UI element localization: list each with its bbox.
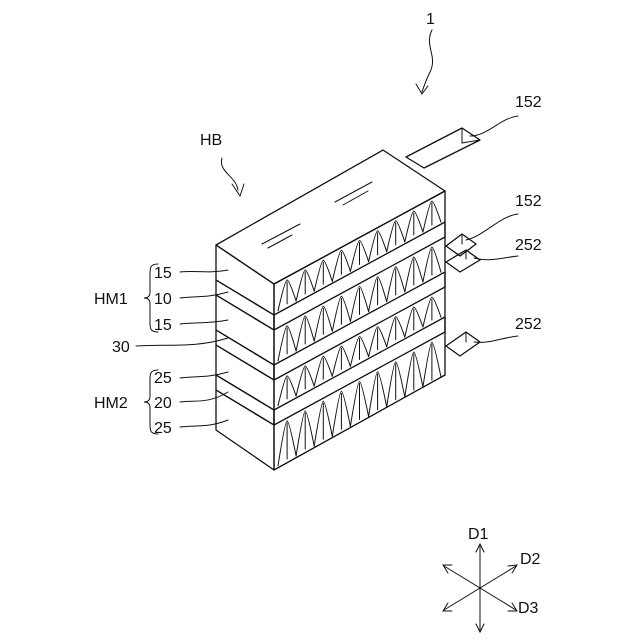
stack-label-group: HB <box>200 132 244 196</box>
electrode-tabs <box>406 128 480 356</box>
tab-252-upper-label: 252 <box>515 237 542 254</box>
assembly-number: 1 <box>426 11 435 28</box>
direction-d2: D2 <box>520 551 541 568</box>
module-2-label: HM2 <box>94 395 128 412</box>
direction-d3: D3 <box>518 600 539 617</box>
module-1-label: HM1 <box>94 291 128 308</box>
plate-15-bottom-label: 15 <box>154 317 172 334</box>
layer-callouts: HM1 15 10 15 30 HM2 25 20 25 <box>94 264 228 437</box>
assembly-reference: 1 <box>416 11 435 94</box>
layer-20 <box>216 375 274 425</box>
tab-152-top <box>406 128 480 168</box>
plate-25-bottom <box>216 390 274 470</box>
tab-152-top-label: 152 <box>515 94 542 111</box>
tab-252-lower-label: 252 <box>515 316 542 333</box>
tab-252-lower <box>446 332 480 356</box>
stack-hb <box>216 150 445 470</box>
plate-25-bottom-label: 25 <box>154 420 172 437</box>
separator-30-label: 30 <box>112 339 130 356</box>
direction-d1: D1 <box>468 526 489 543</box>
tab-callouts: 152 152 252 252 <box>466 94 542 342</box>
plate-25-top <box>216 345 274 410</box>
plate-15-top-label: 15 <box>154 265 172 282</box>
layer-10 <box>216 280 274 330</box>
layer-20-label: 20 <box>154 395 172 412</box>
front-layers <box>216 245 274 470</box>
direction-indicator: D1 D2 D3 <box>443 526 541 632</box>
tab-152-side-label: 152 <box>515 193 542 210</box>
plate-15-bottom <box>216 295 274 365</box>
plate-15-top <box>216 245 274 315</box>
plate-25-top-label: 25 <box>154 370 172 387</box>
layer-10-label: 10 <box>154 291 172 308</box>
stack-label: HB <box>200 132 222 149</box>
